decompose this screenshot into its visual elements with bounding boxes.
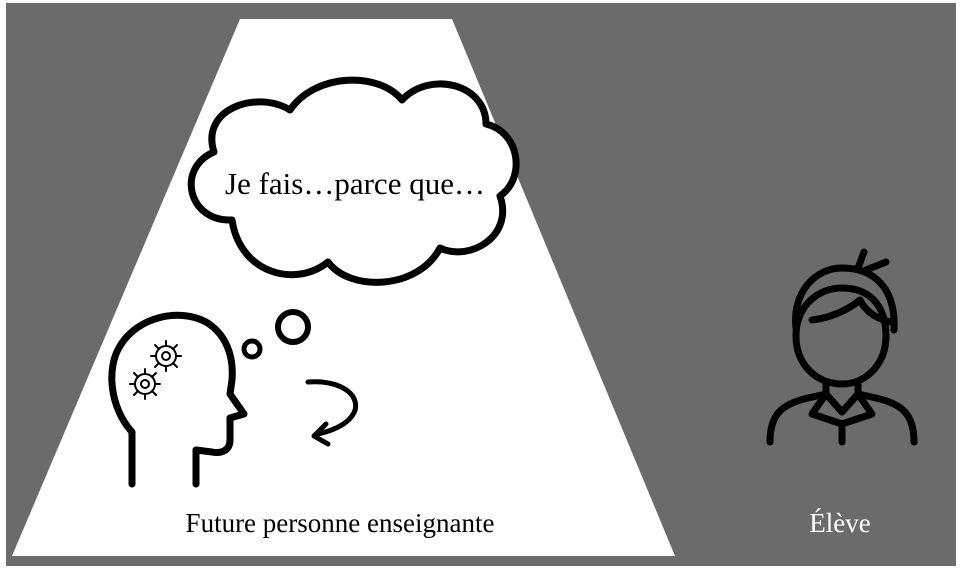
circular-arrow-icon (305, 379, 359, 447)
student-label: Élève (809, 508, 871, 538)
thought-trail-small (241, 338, 263, 360)
thought-trail-large (275, 309, 311, 345)
thought-bubble-text: Je fais…parce que… (225, 166, 485, 201)
spotlight (12, 19, 675, 556)
teacher-label: Future personne enseignante (185, 508, 495, 538)
thought-bubble (187, 76, 520, 286)
head-with-gears-icon (108, 311, 248, 488)
student-person-icon (766, 248, 918, 446)
